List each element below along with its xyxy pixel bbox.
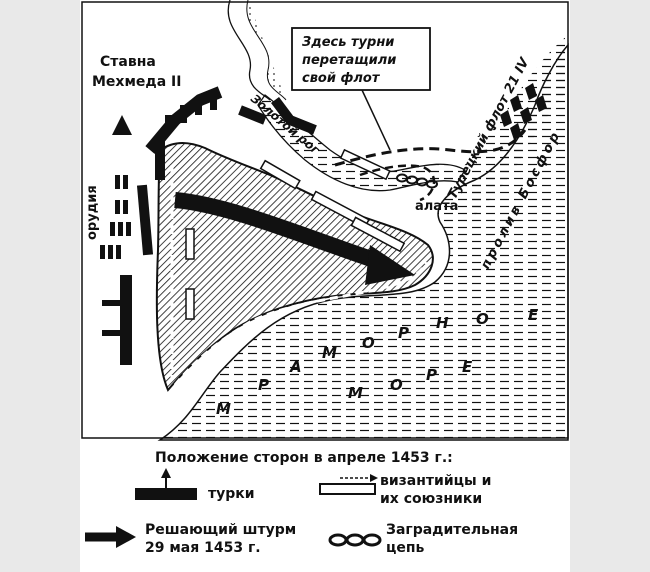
assault-arrow-head <box>365 245 415 285</box>
legend-assault-line-1: Решающий штурм <box>145 522 296 538</box>
legend-title: Положение сторон в апреле 1453 г.: <box>155 450 453 466</box>
harbor-chain <box>396 173 438 189</box>
legend-assault-symbol <box>85 526 136 548</box>
legend-turks-symbol <box>135 468 197 500</box>
camp-label-line-1: Ставна <box>100 54 156 70</box>
sea-letter: О <box>362 334 375 352</box>
legend-chain-line-2: цепь <box>386 540 425 556</box>
sea-letter: О <box>476 310 489 328</box>
sea-letter: М <box>322 344 337 362</box>
sea-letter: Р <box>398 324 409 342</box>
sea-wall <box>173 261 428 386</box>
bosporus-water <box>460 35 568 215</box>
map-sheet: Здесь турни перетащили свой флот Ставна … <box>80 0 570 572</box>
camp-label-line-2: Мехмеда II <box>92 74 181 90</box>
portage-route-inner <box>359 164 436 202</box>
legend-chain-line-1: Заградительная <box>386 522 518 538</box>
golden-horn-water <box>257 94 466 192</box>
legend-byzantines-symbol <box>319 474 378 495</box>
legend-turks-label: турки <box>208 486 255 502</box>
turkish-fleet-ships <box>500 83 547 140</box>
legend-chain-symbol <box>328 533 382 547</box>
siege-map: Здесь турни перетащили свой флот Ставна … <box>81 0 569 556</box>
legend-byzantines-line-1: византийцы и <box>380 473 491 489</box>
sea-letter: Р <box>258 376 269 394</box>
sea-letter: Е <box>462 358 473 376</box>
sea-letter: Р <box>426 366 437 384</box>
turkish-positions <box>102 86 317 365</box>
legend-byzantines-line-2: их союзники <box>380 491 482 507</box>
galata-label: алата <box>415 199 458 214</box>
sea-letter: Н <box>436 314 449 332</box>
assault-arrow-body <box>174 192 383 270</box>
sea-letter: Е <box>528 306 539 324</box>
byzantine-positions <box>185 148 406 320</box>
note-line-1: Здесь турни <box>302 35 394 50</box>
stream-bank <box>246 0 287 101</box>
camp-icon <box>112 115 132 135</box>
stream <box>227 0 271 101</box>
portage-note-box <box>291 27 431 91</box>
legend-assault-line-2: 29 мая 1453 г. <box>145 540 261 556</box>
portage-route <box>334 129 527 167</box>
note-line-2: перетащили <box>302 53 396 68</box>
note-line-3: свой флот <box>302 71 381 86</box>
note-pointer <box>361 89 391 151</box>
gun-batteries <box>100 175 131 259</box>
sea-letter: М <box>348 384 363 402</box>
sea-letter: А <box>289 358 302 376</box>
guns-label: орудия <box>85 185 100 240</box>
sea-label: М Р А М О Р Н О Е М О Р Е <box>216 306 539 418</box>
sea-letter: М <box>216 400 231 418</box>
sea-letter: О <box>390 376 403 394</box>
